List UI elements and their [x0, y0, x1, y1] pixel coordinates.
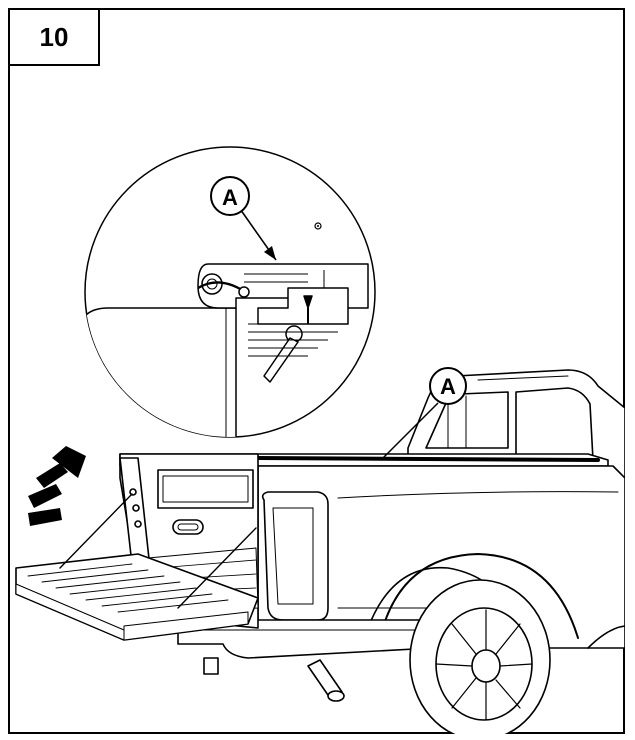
wheel-arch [379, 553, 579, 639]
detail-bed-wall [85, 307, 237, 437]
installation-illustration: A [15, 146, 625, 734]
rear-wheel [409, 579, 551, 734]
step-number: 10 [39, 21, 69, 52]
curved-dashed-arrow-icon [28, 446, 86, 526]
detail-zoom-circle: A [84, 146, 376, 438]
cab-side-window [515, 387, 594, 461]
step-number-box: 10 [8, 8, 100, 66]
truck-callout-label: A [440, 374, 456, 399]
detail-callout-label: A [222, 185, 238, 210]
pickup-truck [15, 369, 625, 734]
truck-callout: A [382, 367, 467, 459]
